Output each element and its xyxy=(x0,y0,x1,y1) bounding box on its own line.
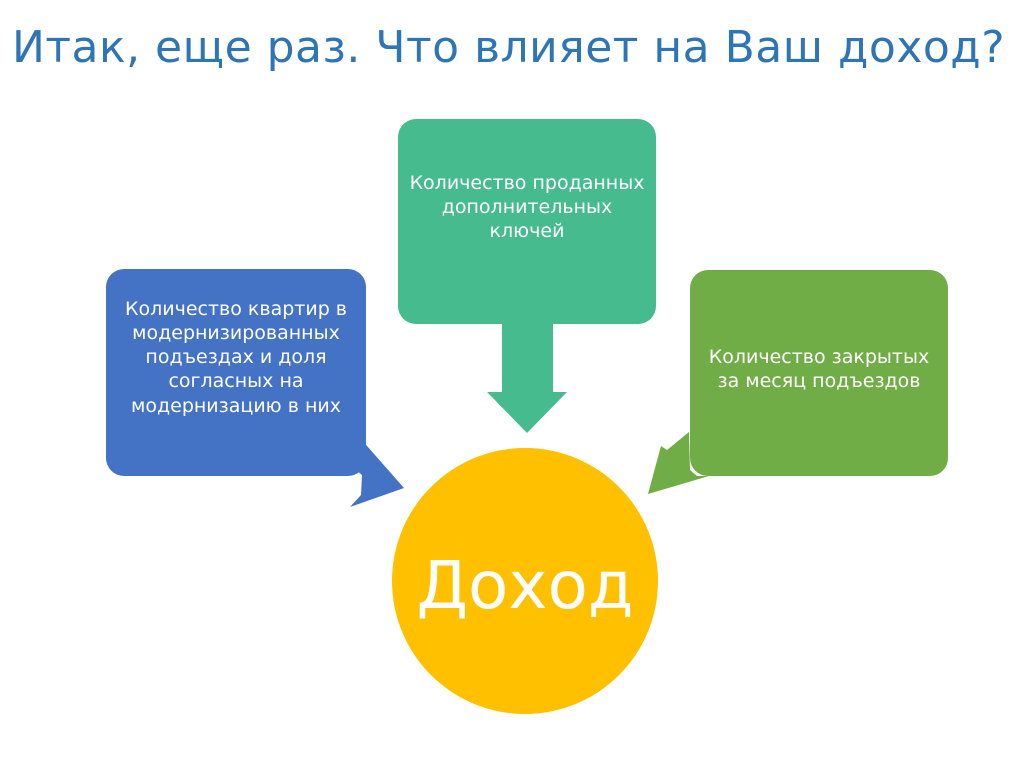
node-entrances-label: Количество закрытых за месяц подъездов xyxy=(708,345,930,392)
arrow-right-to-result xyxy=(648,432,709,494)
node-keys-label: Количество проданных дополнительных ключ… xyxy=(409,172,645,243)
slide-title: Итак, еще раз. Что влияет на Ваш доход? xyxy=(12,22,1006,73)
node-income-label: Доход xyxy=(416,546,634,624)
node-apartments: Количество квартир в модернизированных п… xyxy=(106,269,366,476)
node-apartments-label: Количество квартир в модернизированных п… xyxy=(125,298,347,417)
node-entrances: Количество закрытых за месяц подъездов xyxy=(690,270,948,476)
arrow-center-to-result xyxy=(487,324,567,433)
node-keys: Количество проданных дополнительных ключ… xyxy=(398,119,656,324)
node-income: Доход xyxy=(392,448,658,714)
